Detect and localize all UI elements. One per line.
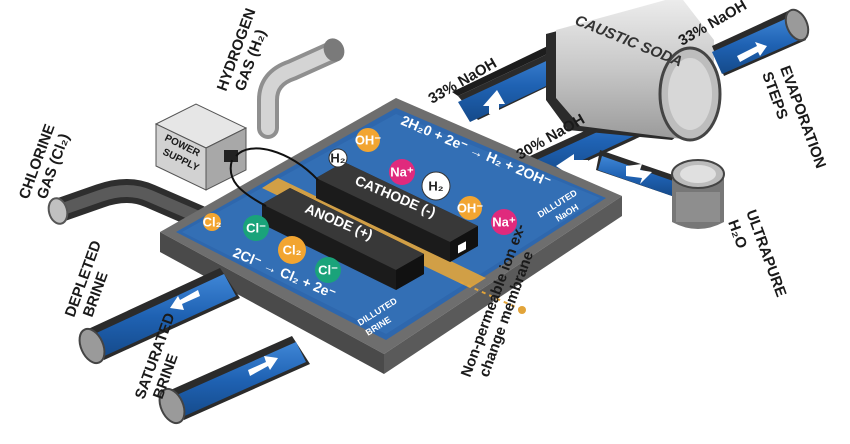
cathode-electrode: CATHODE (-) bbox=[316, 162, 478, 262]
membrane-leader bbox=[459, 281, 523, 311]
anode-electrode: ANODE (+) bbox=[262, 188, 424, 290]
svg-text:OH⁻: OH⁻ bbox=[457, 201, 484, 216]
chlorine-pipe bbox=[47, 179, 215, 234]
hydrogen-pipe bbox=[257, 38, 345, 139]
ion-na-1: Na⁺ bbox=[389, 159, 415, 185]
svg-text:Na⁺: Na⁺ bbox=[492, 215, 516, 230]
naoh-33-right-pipe bbox=[712, 8, 810, 76]
svg-text:Na⁺: Na⁺ bbox=[390, 165, 414, 180]
ion-cl2-small: Cl₂ bbox=[203, 213, 222, 231]
electrolysis-cell: CATHODE (-) ANODE (+) 2H₂0 + 2e⁻ → H₂ + … bbox=[160, 98, 622, 374]
ion-oh-1: OH⁻ bbox=[355, 128, 382, 152]
ion-cl-1: Cl⁻ bbox=[243, 215, 269, 241]
svg-text:H₂: H₂ bbox=[330, 151, 345, 166]
ion-na-2: Na⁺ bbox=[491, 209, 517, 235]
depleted-brine-pipe bbox=[78, 268, 240, 365]
ion-h2-small: H₂ bbox=[328, 148, 348, 168]
svg-text:Cl⁻: Cl⁻ bbox=[246, 221, 266, 236]
svg-text:Cl⁻: Cl⁻ bbox=[318, 263, 338, 278]
ion-cl-2: Cl⁻ bbox=[315, 257, 341, 283]
svg-text:Cl₂: Cl₂ bbox=[203, 215, 222, 230]
svg-text:H₂: H₂ bbox=[428, 179, 443, 194]
ion-h2-large: H₂ bbox=[421, 171, 451, 201]
caustic-soda-tank: CAUSTIC SODA bbox=[546, 0, 722, 142]
ultrapure-tank bbox=[671, 159, 725, 229]
svg-text:Cl₂: Cl₂ bbox=[283, 243, 302, 258]
power-supply: POWER SUPPLY bbox=[154, 103, 248, 191]
svg-text:OH⁻: OH⁻ bbox=[355, 133, 382, 148]
ion-oh-2: OH⁻ bbox=[457, 196, 484, 220]
ultrapure-line-1: ULTRAPURE bbox=[742, 208, 789, 300]
ultrapure-pipe bbox=[596, 150, 676, 196]
saturated-brine-pipe bbox=[158, 336, 310, 425]
power-wire-anode bbox=[229, 159, 267, 207]
power-wire-cathode bbox=[235, 147, 319, 181]
ion-cl2-large: Cl₂ bbox=[278, 236, 306, 264]
